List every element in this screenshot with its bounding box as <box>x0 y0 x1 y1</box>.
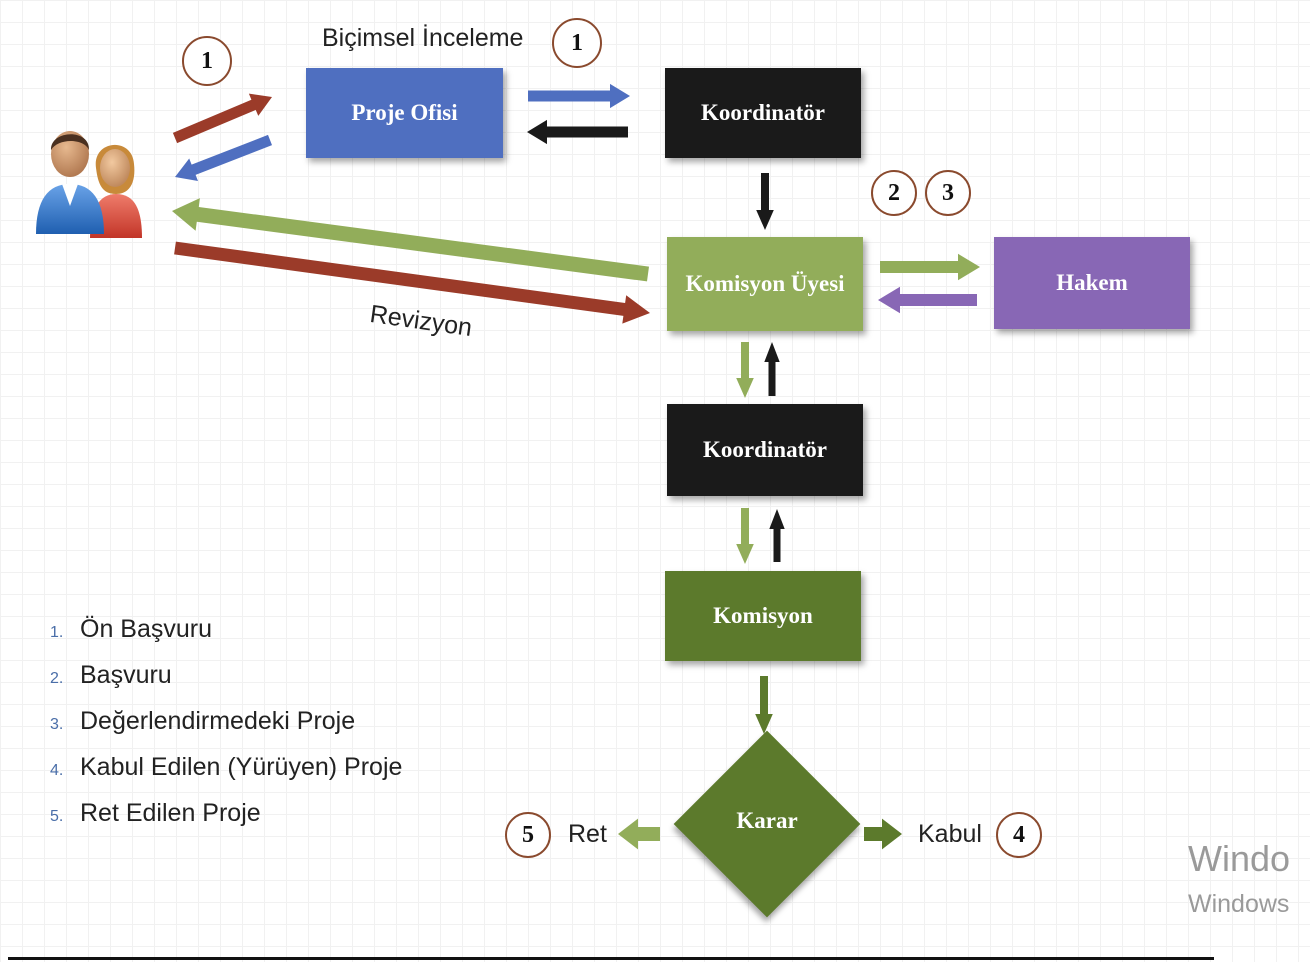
arrow-koordinator-to-proje-ofisi <box>527 119 628 145</box>
komisyon-uyesi-label: Komisyon Üyesi <box>685 271 845 296</box>
ret-label: Ret <box>568 820 607 848</box>
koordinator-top-box: Koordinatör <box>665 68 861 158</box>
legend-item: 3.Değerlendirmedeki Proje <box>50 707 356 735</box>
step-badge-4: 4 <box>996 812 1042 858</box>
arrow-person-to-komisyon-uyesi-revizyon <box>174 241 650 324</box>
step-badge-5: 5 <box>505 812 551 858</box>
koordinator-mid-box: Koordinatör <box>667 404 863 496</box>
arrow-person-to-proje-ofisi <box>172 93 272 144</box>
arrow-koordinator-mid-down <box>736 508 754 564</box>
karar-label: Karar <box>736 808 798 833</box>
bottom-rule <box>8 957 1214 960</box>
hakem-box: Hakem <box>994 237 1190 329</box>
step-badge-3: 3 <box>925 170 971 216</box>
legend: 1.Ön Başvuru 2.Başvuru 3.Değerlendirmede… <box>50 615 402 845</box>
proje-ofisi-label: Proje Ofisi <box>351 100 458 125</box>
windows-watermark-subtitle: Windows <box>1188 890 1290 918</box>
arrow-karar-to-ret <box>618 818 660 850</box>
arrow-komisyon-up <box>769 509 785 562</box>
komisyon-uyesi-box: Komisyon Üyesi <box>667 237 863 331</box>
koordinator-top-label: Koordinatör <box>701 100 825 125</box>
legend-item: 4.Kabul Edilen (Yürüyen) Proje <box>50 753 403 781</box>
step-badge-1-right: 1 <box>552 18 602 68</box>
arrow-hakem-to-komisyon-uyesi <box>878 286 977 314</box>
komisyon-label: Komisyon <box>713 603 813 628</box>
legend-item: 2.Başvuru <box>50 661 172 689</box>
windows-watermark-title: Windo <box>1188 838 1291 879</box>
arrow-proje-ofisi-to-person <box>175 134 272 181</box>
users-icon <box>36 131 142 238</box>
hakem-label: Hakem <box>1056 270 1128 295</box>
legend-item: 5.Ret Edilen Proje <box>50 799 261 827</box>
bicimsel-inceleme-label: Biçimsel İnceleme <box>322 24 524 52</box>
arrow-koordinator-mid-up <box>764 342 780 396</box>
arrow-komisyon-uyesi-to-person <box>172 198 649 282</box>
legend-item: 1.Ön Başvuru <box>50 615 213 643</box>
arrow-karar-to-kabul <box>864 818 902 850</box>
arrow-proje-ofisi-to-koordinator <box>528 83 630 109</box>
arrow-koordinator-to-komisyon-uyesi <box>756 173 774 230</box>
koordinator-mid-label: Koordinatör <box>703 437 827 462</box>
komisyon-box: Komisyon <box>665 571 861 661</box>
kabul-label: Kabul <box>918 820 982 848</box>
arrow-komisyon-uyesi-to-hakem <box>880 253 980 281</box>
arrow-komisyon-uyesi-down <box>736 342 754 398</box>
step-badge-2: 2 <box>871 170 917 216</box>
step-badge-1-left: 1 <box>182 36 232 86</box>
proje-ofisi-box: Proje Ofisi <box>306 68 503 158</box>
arrow-komisyon-to-karar <box>755 676 773 734</box>
